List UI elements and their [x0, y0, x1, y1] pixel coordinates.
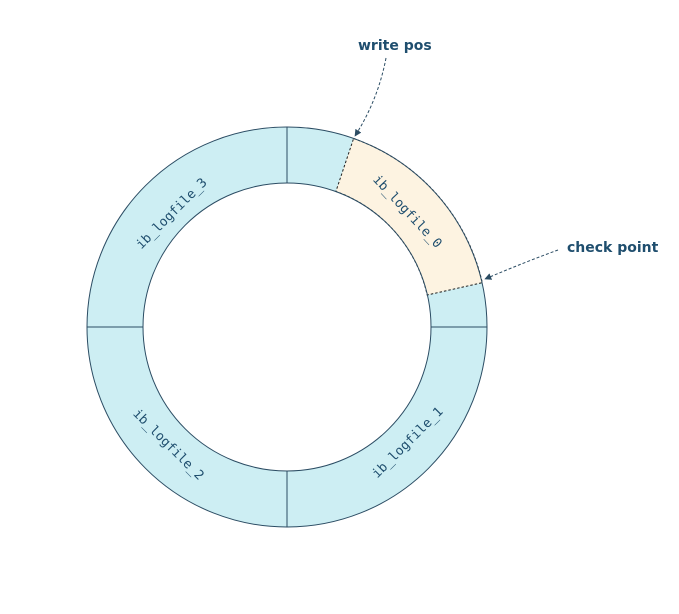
- check-point-label: check point: [567, 240, 659, 256]
- write-pos-arrow: [354, 57, 387, 137]
- active-log-region: [335, 137, 483, 296]
- write-pos-label: write pos: [358, 38, 432, 54]
- ring-inner-edge: [142, 182, 432, 472]
- check-point-arrow: [484, 249, 559, 280]
